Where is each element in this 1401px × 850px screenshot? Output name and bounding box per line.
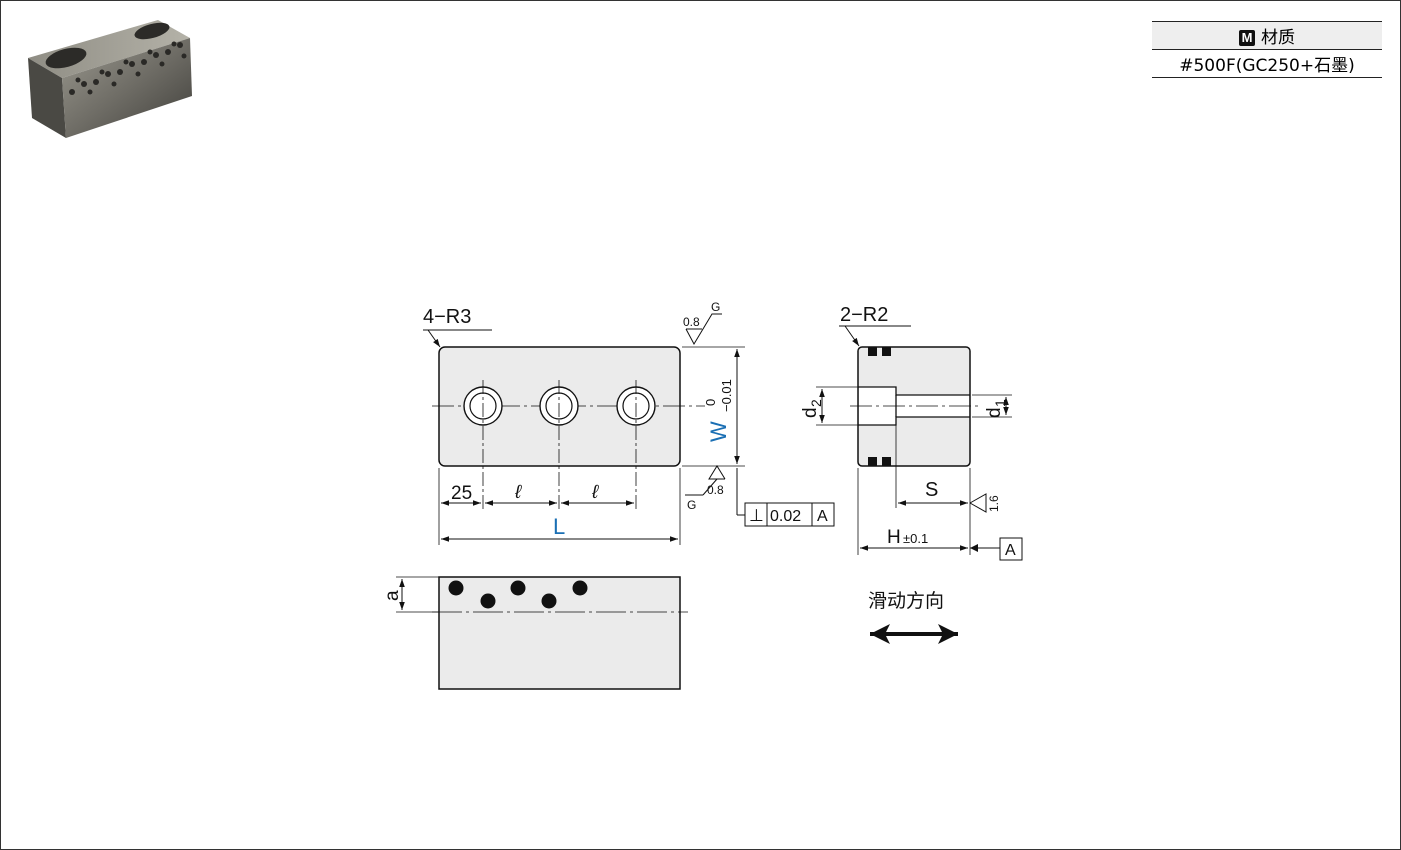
dim-h-tol: ±0.1 <box>903 531 928 546</box>
direction-label: 滑动方向 <box>868 590 944 612</box>
graphite-plug <box>868 347 891 466</box>
roughness-top-grade: G <box>711 300 720 314</box>
side-corner-radius-label: 2−R2 <box>840 304 888 326</box>
side-view: 2−R2 d 2 d 1 S 1.6 H ±0.1 A <box>800 304 1023 561</box>
dim-first-offset: 25 <box>451 483 472 504</box>
perp-datum: A <box>817 508 828 525</box>
perp-symbol: ⊥ <box>749 506 764 525</box>
dim-a-label: a <box>382 590 403 601</box>
material-badge-icon: M <box>1239 30 1255 46</box>
corner-radius-label: 4−R3 <box>423 306 471 328</box>
roughness-bottom-grade: G <box>687 498 696 512</box>
perp-value: 0.02 <box>770 508 801 525</box>
dim-width-label: W <box>706 421 731 442</box>
sliding-direction: 滑动方向 <box>868 590 958 644</box>
product-photo-icon <box>28 20 192 138</box>
dim-d1-sub: 1 <box>992 399 1008 407</box>
material-header-label: 材质 <box>1261 28 1295 48</box>
dim-pitch-1: ℓ <box>514 482 522 503</box>
counterbore-hole-1 <box>463 380 503 512</box>
material-header-cell: M 材质 <box>1152 21 1382 50</box>
roughness-top-value: 0.8 <box>683 315 700 329</box>
side-datum-label: A <box>1005 542 1016 559</box>
tol-lower: −0.01 <box>719 379 734 412</box>
dim-h-label: H <box>887 527 901 548</box>
bottom-block <box>438 576 681 690</box>
roughness-side-value: 1.6 <box>987 495 1001 512</box>
material-value-cell: #500F(GC250+石墨) <box>1152 49 1382 78</box>
dim-pitch-2: ℓ <box>591 482 599 503</box>
front-view: 4−R3 0.8 G W 0 −0.01 0.8 G 25 ℓ ℓ L <box>423 300 835 545</box>
dim-d2-label: d <box>800 407 821 418</box>
counterbore-hole-3 <box>616 380 656 512</box>
material-spec-table: M 材质 #500F(GC250+石墨) <box>1152 21 1382 78</box>
dim-length-label: L <box>553 514 565 539</box>
roughness-bottom-value: 0.8 <box>707 483 724 497</box>
tol-upper: 0 <box>703 399 718 406</box>
dim-d1-label: d <box>984 407 1005 418</box>
perpendicularity-frame: ⊥ 0.02 A <box>744 502 835 527</box>
side-datum-box <box>999 537 1023 561</box>
bottom-view: a <box>382 576 688 690</box>
graphite-dots <box>448 580 588 609</box>
counterbore-hole-2 <box>539 380 579 512</box>
dim-d2-sub: 2 <box>808 399 824 407</box>
dim-s-label: S <box>925 479 938 501</box>
